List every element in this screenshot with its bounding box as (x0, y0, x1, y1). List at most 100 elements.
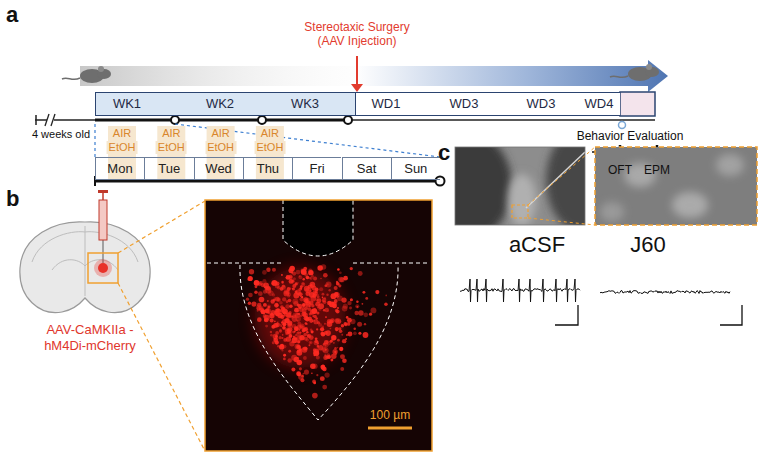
labeled-cell (320, 365, 325, 370)
evaluation-note: Behavior Evaluation (577, 129, 684, 143)
surgery-note: Stereotaxic Surgery (AAV Injection) (295, 20, 420, 49)
node-label: Sat (357, 161, 377, 177)
labeled-cell (293, 336, 295, 338)
labeled-cell (356, 300, 359, 303)
labeled-cell (246, 297, 249, 300)
labeled-cell (279, 329, 282, 332)
image-ground (205, 200, 432, 451)
labeled-cell (282, 334, 284, 336)
exposure-label: EtOH (254, 141, 285, 154)
labeled-cell (263, 303, 267, 307)
labeled-cell (323, 273, 328, 278)
labeled-cell (301, 269, 307, 275)
timeline (350, 119, 655, 121)
panel-letter: c (438, 140, 450, 166)
labeled-cell (350, 267, 353, 270)
labeled-cell (320, 332, 323, 335)
labeled-cell (341, 297, 346, 302)
labeled-cell (362, 291, 365, 294)
labeled-cell (312, 393, 318, 399)
region-outline (240, 265, 398, 420)
node-label: Fri (310, 161, 325, 177)
injection-glow (94, 259, 112, 277)
labeled-cell (300, 287, 302, 289)
day-box: Wed (194, 157, 243, 180)
node-label: WD3 (527, 96, 556, 112)
node-label: WK2 (206, 96, 234, 112)
labeled-cell (283, 314, 286, 317)
micrograph-frame (455, 147, 585, 225)
exposure-label: AIR (209, 127, 231, 140)
labeled-cell (314, 340, 319, 345)
zoom-box (88, 253, 118, 283)
condition-label: J60 (630, 232, 665, 258)
labeled-cell (353, 328, 355, 330)
labeled-cell (312, 320, 314, 322)
tissue-light (508, 174, 536, 225)
labeled-cell (318, 294, 320, 296)
labeled-cell (365, 297, 368, 300)
labeled-cell (335, 292, 340, 297)
labeled-cell (326, 293, 328, 295)
neuron-soma (672, 192, 708, 218)
syringe-plunger (98, 190, 108, 193)
labeled-cell (326, 282, 332, 288)
labeled-cell (275, 309, 279, 313)
labeled-cell (327, 319, 332, 324)
labeled-cell (339, 271, 342, 274)
labeled-cell (347, 301, 351, 305)
labeled-cell (328, 289, 330, 291)
labeled-cell (354, 311, 358, 315)
mouse-tail (610, 76, 628, 77)
surgery-arrow (356, 56, 358, 85)
labeled-cell (308, 270, 313, 275)
labeled-cell (294, 327, 298, 331)
labeled-cell (313, 276, 317, 280)
labeled-cell (275, 323, 280, 328)
labeled-cell (294, 357, 299, 362)
labeled-cell (322, 297, 324, 299)
node-label: WD1 (372, 96, 401, 112)
region-outline (283, 200, 353, 256)
labeled-cell (289, 274, 293, 278)
labeled-cell (282, 322, 286, 326)
labeled-cell (257, 317, 262, 322)
labeled-cell (320, 327, 324, 331)
labeled-cell (305, 322, 307, 324)
labeled-cell (337, 268, 340, 271)
labeled-cell (314, 308, 316, 310)
labeled-cell (313, 382, 316, 385)
labeled-cell (281, 349, 283, 351)
labeled-cell (325, 345, 327, 347)
labeled-cell (315, 298, 318, 301)
labeled-cell (282, 326, 286, 330)
labeled-cell (274, 303, 279, 308)
labeled-cell (258, 282, 262, 286)
labeled-cell (301, 283, 305, 287)
labeled-cell (318, 303, 324, 309)
evaluation-marker (619, 122, 626, 129)
week-marker (344, 116, 352, 124)
syringe-plunger (102, 192, 104, 200)
labeled-cell (275, 284, 280, 289)
labeled-cell (248, 293, 253, 298)
labeled-cell (336, 281, 339, 284)
labeled-cell (339, 347, 343, 351)
zoom-micrograph (595, 147, 757, 225)
labeled-cell (320, 376, 325, 381)
test-name: EPM (644, 163, 670, 177)
labeled-cell (298, 275, 302, 279)
node-label: Tue (158, 161, 180, 177)
labeled-cell (316, 328, 318, 330)
exposure-label: EtOH (205, 141, 236, 154)
labeled-cell (340, 367, 344, 371)
timeline (35, 119, 95, 121)
labeled-cell (298, 304, 303, 309)
labeled-cell (254, 291, 257, 294)
labeled-cell (259, 306, 264, 311)
tissue-dark (455, 147, 512, 225)
labeled-cell (279, 344, 284, 349)
